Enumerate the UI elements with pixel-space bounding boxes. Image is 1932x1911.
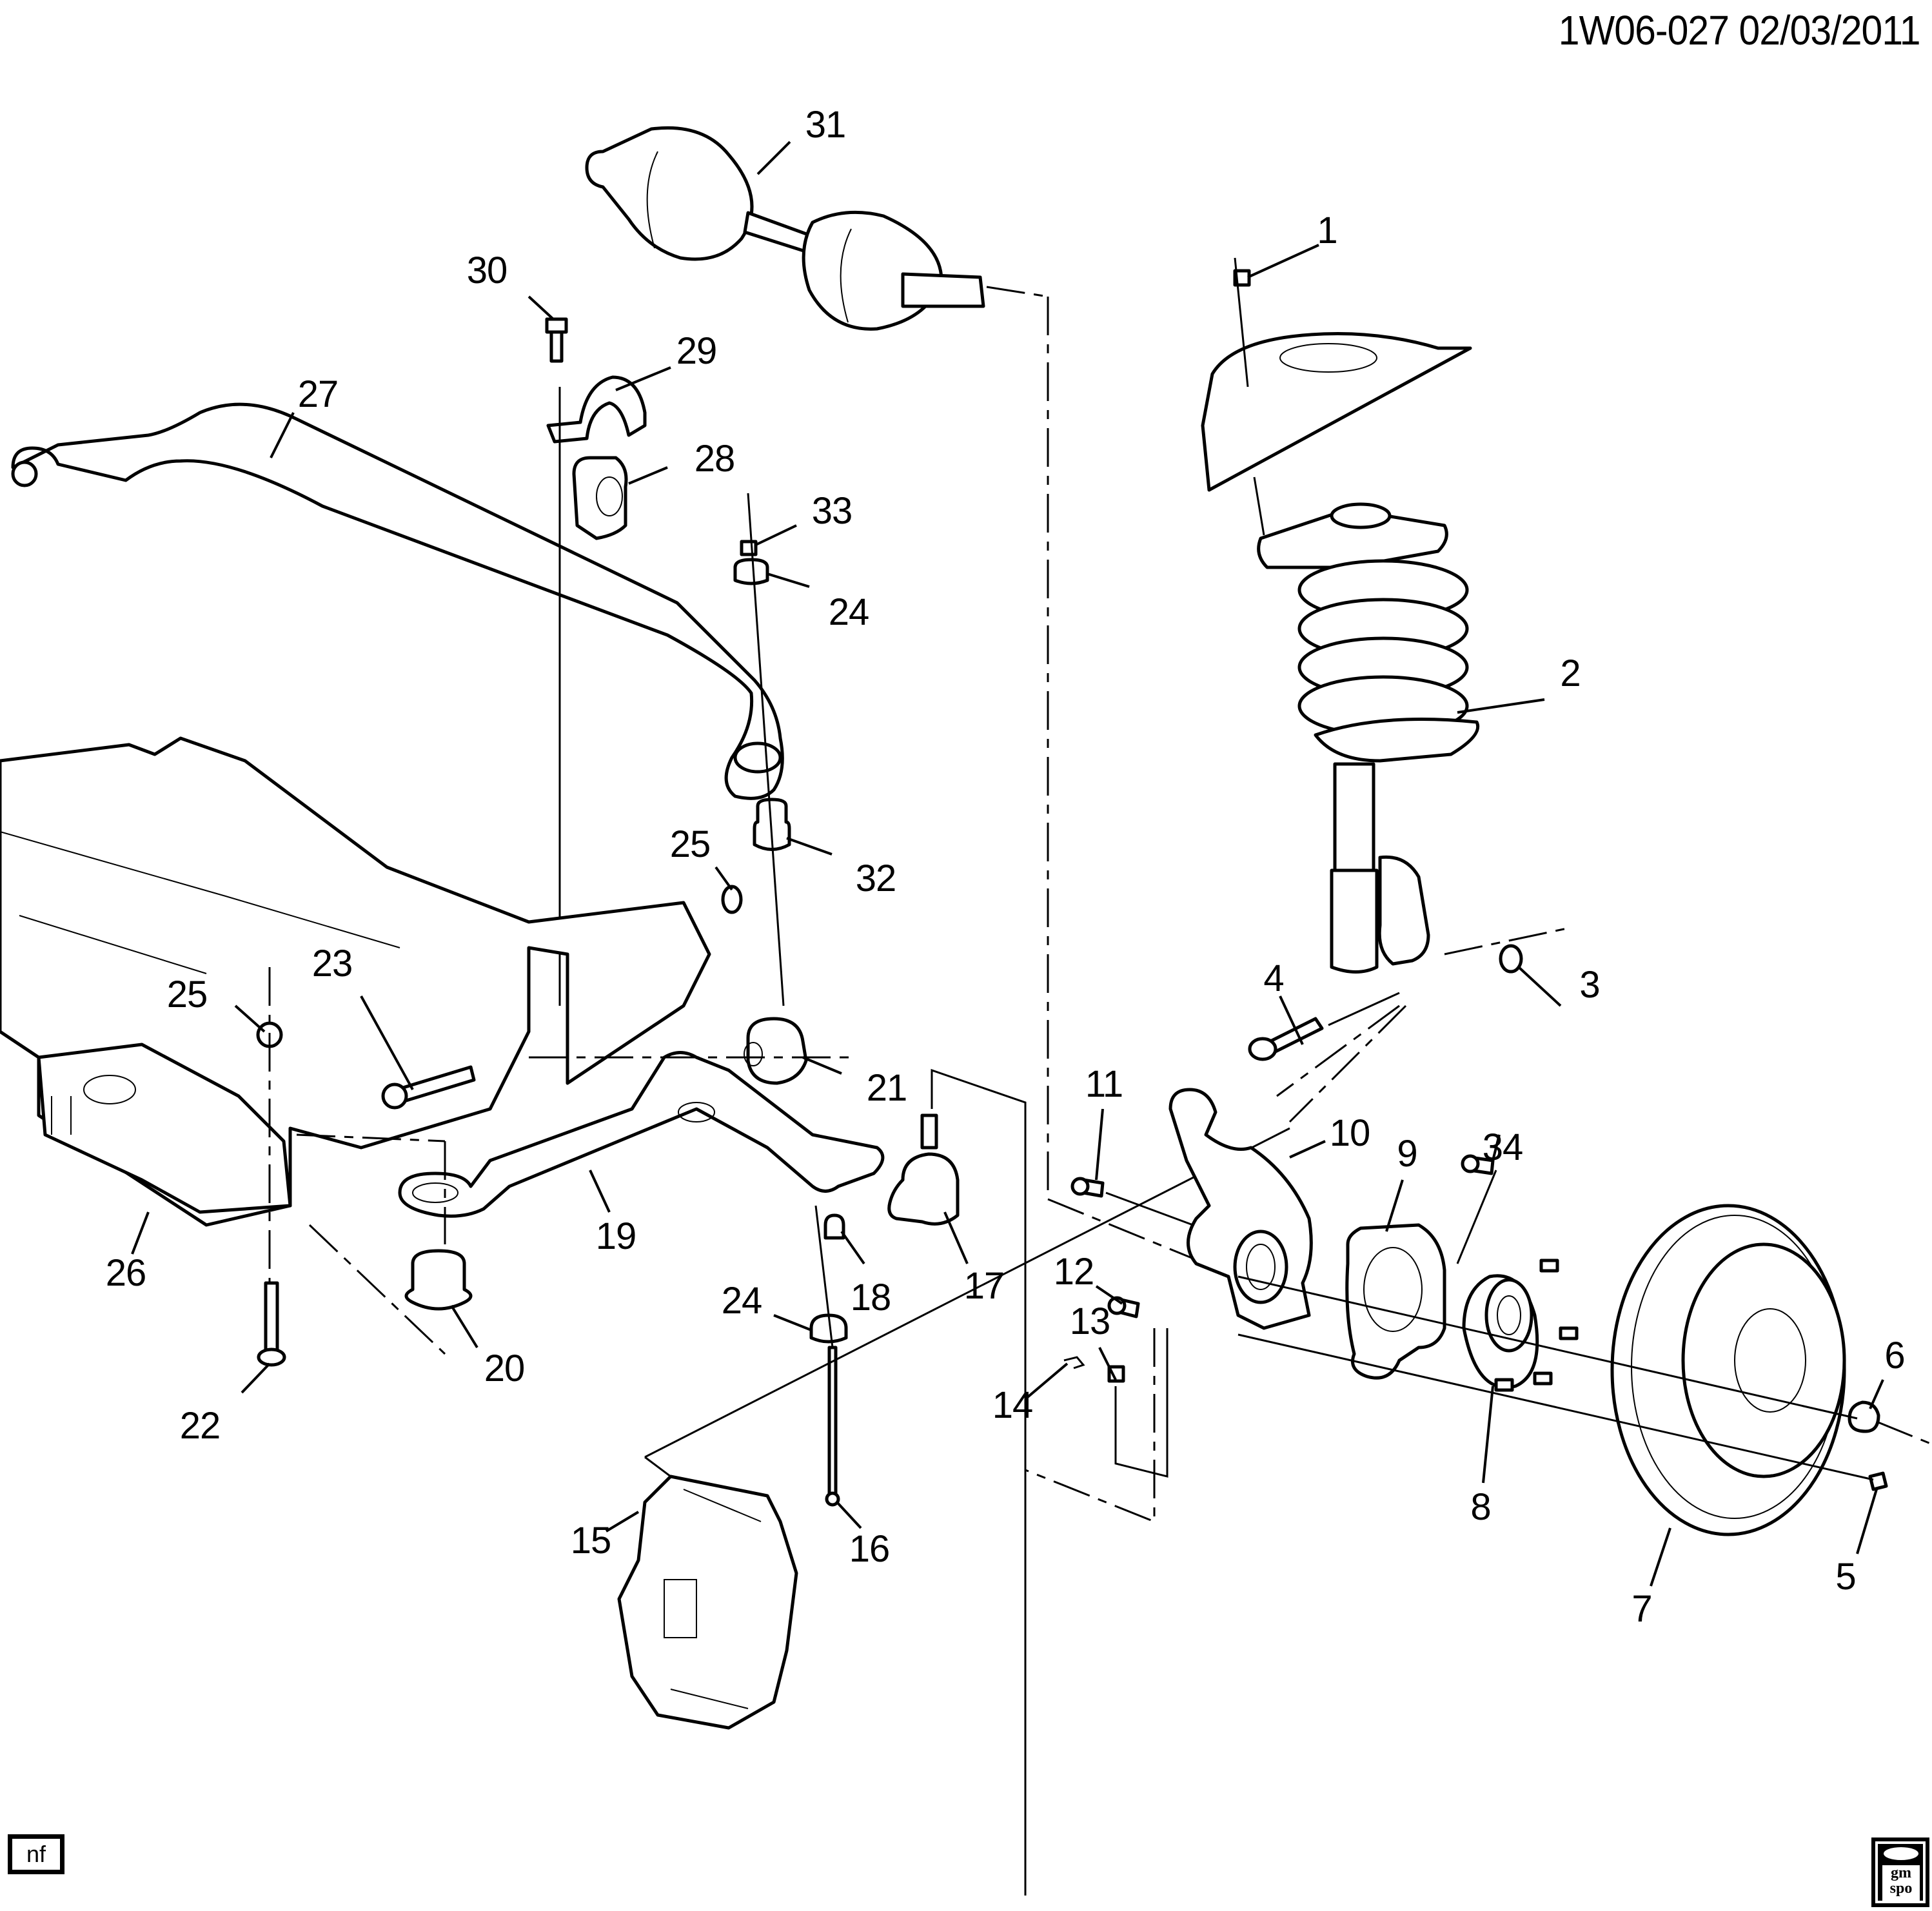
- link-bolt-16-part: [825, 1346, 840, 1507]
- callout-27[interactable]: 27: [297, 373, 339, 415]
- bolt-22-part: [257, 1281, 286, 1367]
- bolt-23-part: [381, 1065, 476, 1110]
- callout-15[interactable]: 15: [570, 1520, 612, 1562]
- castle-nut-13-part: [1107, 1365, 1125, 1383]
- strut-bolt-4-part: [1248, 1017, 1324, 1061]
- brake-caliper-part: [617, 1475, 798, 1730]
- hub-nut-6-part: [1848, 1400, 1880, 1433]
- nut-3-part: [1499, 944, 1523, 974]
- splash-shield-part: [1345, 1223, 1446, 1380]
- logo-text: gm spo: [1882, 1865, 1920, 1901]
- callout-25-lower[interactable]: 25: [166, 974, 208, 1015]
- stabilizer-bushing-part: [572, 456, 628, 540]
- callout-2[interactable]: 2: [1560, 652, 1581, 694]
- strut-assembly-part: [1257, 502, 1479, 974]
- cotter-pin-14-part: [1063, 1356, 1085, 1369]
- bushing-clamp-part: [546, 375, 647, 444]
- frame-cradle-part: [0, 736, 711, 1227]
- callout-24-lower[interactable]: 24: [721, 1280, 763, 1322]
- callout-21[interactable]: 21: [866, 1067, 908, 1109]
- callout-14[interactable]: 14: [992, 1384, 1034, 1426]
- front-bushing-part: [744, 1017, 808, 1085]
- callout-26[interactable]: 26: [105, 1252, 147, 1294]
- lower-control-arm-part: [398, 1051, 885, 1218]
- callout-16[interactable]: 16: [849, 1528, 891, 1570]
- link-nut-part: [740, 540, 758, 556]
- stabilizer-bar-part: [11, 402, 784, 800]
- callout-7[interactable]: 7: [1631, 1588, 1652, 1630]
- nf-badge: nf: [8, 1834, 64, 1874]
- callout-20[interactable]: 20: [484, 1348, 526, 1389]
- callout-29[interactable]: 29: [676, 330, 718, 372]
- callout-9[interactable]: 9: [1397, 1133, 1417, 1175]
- callout-8[interactable]: 8: [1470, 1486, 1491, 1528]
- callout-25-upper[interactable]: 25: [669, 823, 711, 865]
- logo-text-line2: spo: [1889, 1880, 1913, 1897]
- callout-30[interactable]: 30: [466, 250, 508, 291]
- callout-24-upper[interactable]: 24: [828, 591, 870, 633]
- callout-22[interactable]: 22: [179, 1405, 221, 1447]
- callout-10[interactable]: 10: [1329, 1112, 1371, 1154]
- callout-13[interactable]: 13: [1069, 1300, 1111, 1342]
- strut-mount-nut-part: [1233, 269, 1251, 287]
- insulator-24-lower-part: [809, 1313, 848, 1344]
- nut-25-upper-part: [721, 885, 743, 914]
- drive-axle-part: [585, 126, 985, 331]
- callout-3[interactable]: 3: [1579, 964, 1600, 1006]
- ball-joint-part: [887, 1113, 960, 1226]
- logo-oval: [1884, 1847, 1918, 1860]
- callout-12[interactable]: 12: [1053, 1251, 1095, 1293]
- callout-34[interactable]: 34: [1482, 1126, 1524, 1168]
- callout-32[interactable]: 32: [855, 858, 897, 899]
- diagram-code-date: 1W06-027 02/03/2011: [1559, 7, 1921, 54]
- callout-23[interactable]: 23: [311, 943, 353, 985]
- brake-rotor-part: [1610, 1204, 1846, 1536]
- insulator-upper-part: [733, 558, 769, 585]
- callout-4[interactable]: 4: [1263, 957, 1284, 999]
- hub-bearing-part: [1462, 1259, 1579, 1392]
- wheel-stud-34-part: [1461, 1154, 1495, 1175]
- logo-text-line1: gm: [1891, 1865, 1911, 1881]
- callout-28[interactable]: 28: [694, 438, 736, 480]
- callout-5[interactable]: 5: [1835, 1556, 1856, 1598]
- strut-tower-part: [1201, 332, 1472, 492]
- rear-bushing-part: [404, 1249, 473, 1311]
- callout-31[interactable]: 31: [805, 104, 847, 146]
- callout-18[interactable]: 18: [850, 1277, 892, 1318]
- callout-6[interactable]: 6: [1884, 1335, 1905, 1377]
- bolt-11-part: [1070, 1177, 1105, 1198]
- gmspo-logo-icon: gm spo: [1871, 1838, 1929, 1907]
- steering-knuckle-part: [1168, 1088, 1313, 1330]
- rotor-screw-5-part: [1868, 1471, 1888, 1491]
- callout-33[interactable]: 33: [811, 490, 853, 532]
- bushing-18-part: [823, 1213, 845, 1240]
- callout-11[interactable]: 11: [1085, 1063, 1123, 1105]
- callout-1[interactable]: 1: [1317, 210, 1337, 251]
- callout-19[interactable]: 19: [595, 1215, 637, 1257]
- bolt-12-part: [1107, 1296, 1140, 1318]
- callout-17[interactable]: 17: [963, 1265, 1005, 1307]
- clamp-bolt-part: [545, 317, 568, 363]
